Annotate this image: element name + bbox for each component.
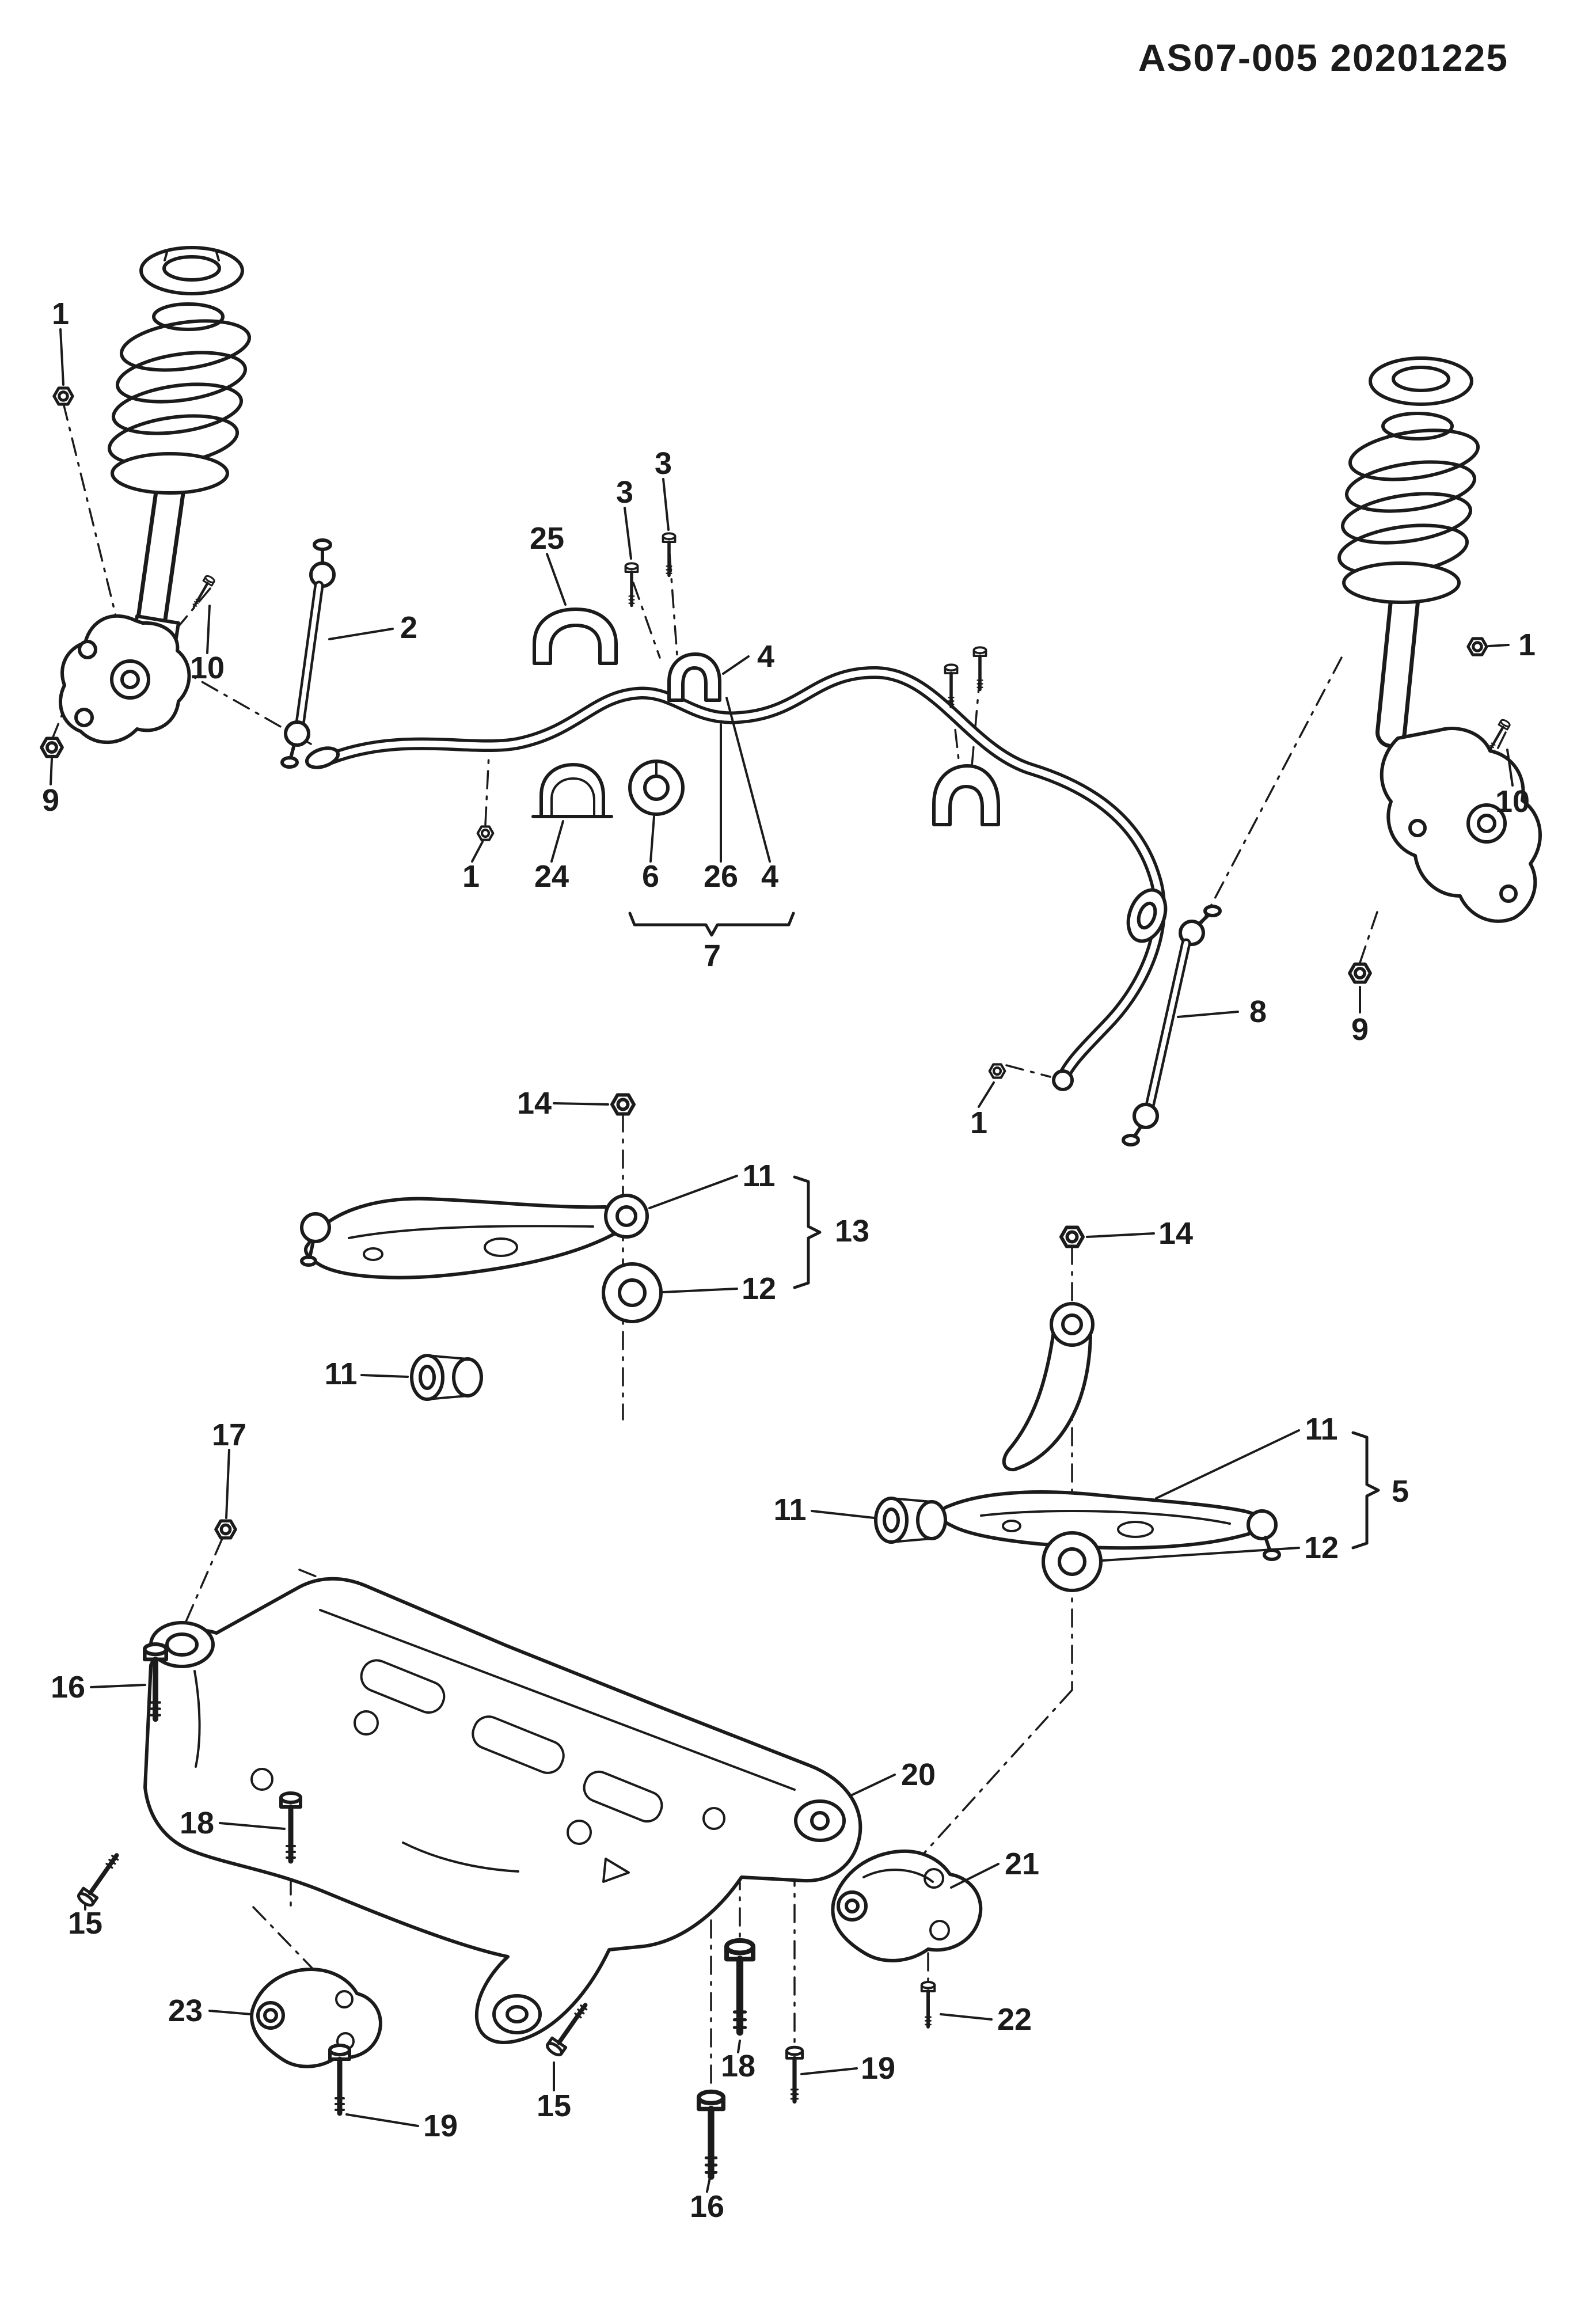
drawing-number: AS07-005 20201225: [1138, 36, 1508, 79]
callout-16-bottom: 16: [689, 2189, 725, 2224]
bolt-22: [922, 1982, 934, 2027]
callout-14-left: 14: [516, 1086, 552, 1121]
callout-23-bracket-left: 23: [168, 1994, 203, 2028]
bushing-12-right: [1042, 1531, 1103, 1592]
mount-bracket-right: [831, 1849, 983, 1962]
bolt-18-bottom: [727, 1941, 753, 2032]
nut-9-right: [1350, 964, 1370, 982]
bolt-19-bottom-right: [786, 2047, 802, 2101]
stabilizer-bar: [305, 666, 1168, 1091]
callout-20-subframe: 20: [900, 1757, 936, 1792]
callout-19-bottom-left: 19: [423, 2109, 458, 2143]
callout-11-arm-right: 11: [1305, 1412, 1338, 1446]
callout-17-nut: 17: [211, 1418, 247, 1452]
nut-14-right: [1061, 1228, 1083, 1247]
callout-3-bolt-a: 3: [615, 475, 634, 510]
clamp-bolt-right-b: [974, 647, 986, 689]
subframe-crossmember: [143, 1577, 862, 2044]
callout-12-bushing-left: 12: [741, 1271, 777, 1306]
callout-26-bar: 26: [703, 859, 739, 894]
leader-lines: [50, 328, 1514, 2193]
stabilizer-link-left: [280, 538, 336, 769]
callout-2-link-left: 2: [400, 610, 418, 645]
callout-10-right: 10: [1495, 784, 1530, 819]
mount-bracket-left: [250, 1968, 382, 2068]
callout-1-strut-right: 1: [1518, 628, 1536, 662]
control-arm-right: [938, 1302, 1281, 1561]
stabilizer-clamp-25: [533, 607, 618, 665]
nut-14-left: [612, 1095, 634, 1114]
bolt-3-b: [663, 533, 675, 575]
nut-17: [216, 1521, 235, 1538]
callout-4-clamp-upper: 4: [757, 639, 775, 674]
strut-assembly-left: [58, 246, 252, 744]
callout-22-bolt: 22: [997, 2002, 1032, 2037]
bushing-12-left: [602, 1262, 663, 1323]
stabilizer-clamp-24: [531, 763, 613, 818]
nut-1-bar-right: [990, 1064, 1005, 1077]
nut-9-left: [41, 738, 62, 756]
fastener-nuts: [41, 388, 1487, 1538]
strut-assembly-right: [1337, 356, 1542, 923]
callout-1-bar-right: 1: [970, 1106, 988, 1140]
bushing-11-front-left: [410, 1354, 483, 1401]
callout-13-group: 13: [834, 1214, 870, 1248]
callout-15-bottom: 15: [536, 2089, 572, 2123]
bolt-3-a: [625, 563, 637, 605]
callout-18-left: 18: [179, 1806, 215, 1840]
stabilizer-clamp-right: [932, 764, 1000, 826]
callout-1-bar-left: 1: [462, 859, 480, 894]
callout-11-front-bushing-left: 11: [324, 1357, 358, 1391]
bolt-15-left: [77, 1851, 123, 1908]
stabilizer-bushing-6: [628, 760, 685, 816]
nut-1-strut-right: [1468, 639, 1487, 655]
callout-1-strut-left: 1: [51, 297, 70, 331]
callout-9-left: 9: [41, 783, 60, 818]
bolt-16-bottom: [699, 2092, 724, 2177]
stabilizer-link-right: [1122, 905, 1222, 1146]
callout-21-bracket-right: 21: [1004, 1847, 1040, 1881]
callout-25-clamp: 25: [529, 521, 565, 556]
callout-7-bar-assembly: 7: [703, 939, 721, 973]
bolt-19-bottom-left: [330, 2045, 349, 2113]
callout-16-left: 16: [50, 1670, 86, 1704]
callout-5-group: 5: [1391, 1474, 1409, 1509]
group-braces: [628, 912, 1380, 1550]
callout-11-arm-left: 11: [742, 1159, 776, 1193]
callout-11-front-bushing-right: 11: [773, 1493, 807, 1527]
callout-12-bushing-right: 12: [1304, 1531, 1339, 1565]
callout-10-left: 10: [189, 651, 225, 685]
callout-14-right: 14: [1158, 1216, 1194, 1251]
callout-3-bolt-b: 3: [654, 446, 672, 481]
callout-9-right: 9: [1351, 1012, 1369, 1047]
stabilizer-clamp-4-upper: [667, 652, 721, 702]
callout-19-bottom-right: 19: [860, 2051, 896, 2086]
callout-15-left: 15: [67, 1906, 103, 1941]
callout-18-bottom: 18: [720, 2049, 756, 2083]
callout-4-clamp-lower: 4: [761, 859, 779, 894]
bushing-11-front-right: [874, 1497, 947, 1544]
nut-1-strut-left: [54, 388, 73, 404]
callout-8-link-right: 8: [1249, 994, 1267, 1029]
callout-6-bushing: 6: [641, 859, 660, 894]
control-arm-left: [300, 1194, 649, 1279]
callout-24-clamp: 24: [534, 859, 569, 894]
nut-1-bar-left: [478, 826, 493, 840]
bolt-10-left: [190, 575, 215, 609]
